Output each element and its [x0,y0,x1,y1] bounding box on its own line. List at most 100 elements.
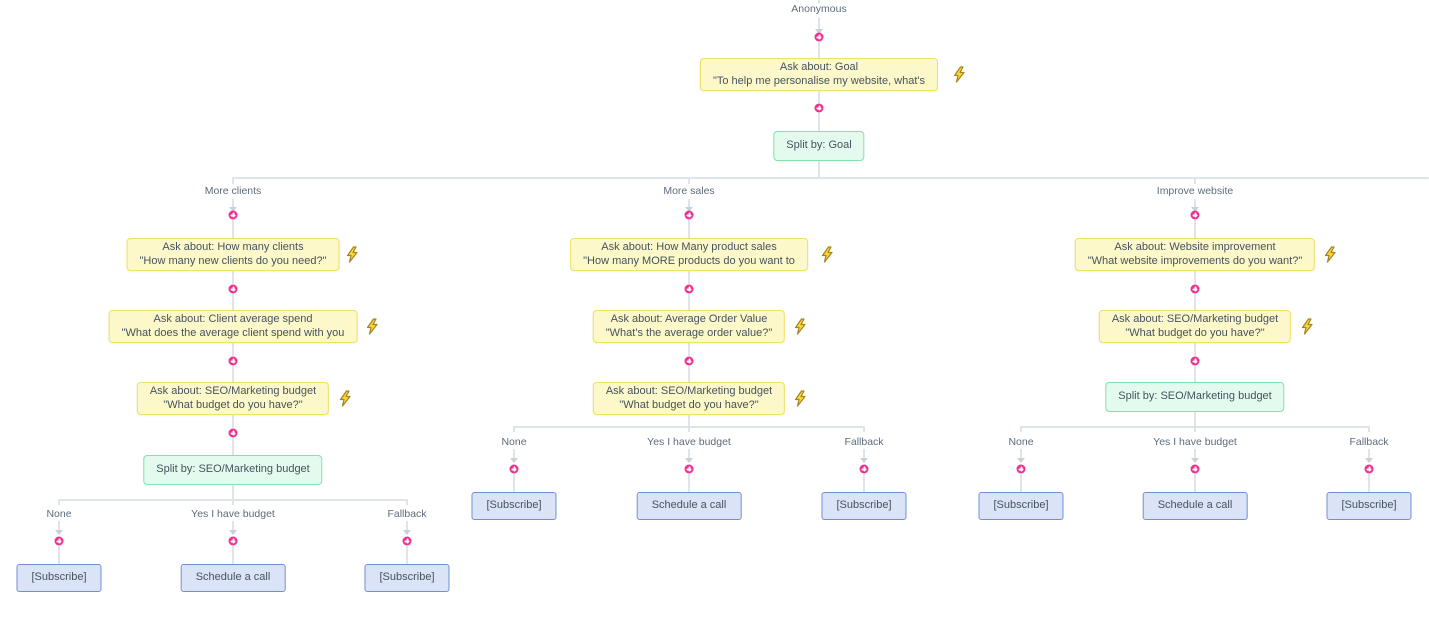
connector-line [58,546,60,564]
ask-node-product-sales[interactable]: Ask about: How Many product sales "How m… [570,238,808,271]
connector-line [818,113,820,131]
ask-node-question: "How many MORE products do you want to [583,254,795,267]
ask-node-website-improvement[interactable]: Ask about: Website improvement "What web… [1074,238,1316,271]
outcome-label: None [496,436,532,449]
arrowhead-icon [510,458,518,463]
lightning-bolt-icon[interactable] [365,318,379,335]
lightning-bolt-icon[interactable] [793,318,807,335]
connector-line [232,500,234,505]
connector-line [1194,199,1196,207]
ask-node-question: "What budget do you have?" [1125,326,1265,339]
ask-node-client-average-spend[interactable]: Ask about: Client average spend "What do… [108,310,358,343]
add-port-icon[interactable] [1190,356,1200,366]
add-port-icon[interactable] [402,536,412,546]
arrowhead-icon [860,458,868,463]
ask-node-average-order-value[interactable]: Ask about: Average Order Value "What's t… [592,310,786,343]
connector-line [688,178,690,184]
action-node-subscribe[interactable]: [Subscribe] [1326,492,1412,520]
action-node-subscribe[interactable]: [Subscribe] [821,492,907,520]
action-node-subscribe[interactable]: [Subscribe] [16,564,102,592]
arrowhead-icon [403,530,411,535]
add-port-icon[interactable] [509,464,519,474]
action-node-subscribe[interactable]: [Subscribe] [978,492,1064,520]
outcome-label: Yes I have budget [186,508,280,521]
lightning-bolt-icon[interactable] [1323,246,1337,263]
ask-node-how-many-clients[interactable]: Ask about: How many clients "How many ne… [126,238,340,271]
add-port-icon[interactable] [228,356,238,366]
action-node-schedule-call[interactable]: Schedule a call [636,492,742,520]
add-port-icon[interactable] [1190,464,1200,474]
add-port-icon[interactable] [684,284,694,294]
branch-label: Improve website [1151,185,1239,198]
connector-line [818,91,820,103]
add-port-icon[interactable] [1190,284,1200,294]
connector-line [1194,343,1196,356]
add-port-icon[interactable] [1190,210,1200,220]
add-port-icon[interactable] [1364,464,1374,474]
branch-label: More clients [199,185,267,198]
lightning-bolt-icon[interactable] [952,66,966,83]
outcome-label: None [41,508,77,521]
connector-line [818,161,820,178]
branch-label: More sales [658,185,720,198]
lightning-bolt-icon[interactable] [338,390,352,407]
connector-line [232,415,234,428]
connector-line [688,366,690,382]
lightning-bolt-icon[interactable] [820,246,834,263]
add-port-icon[interactable] [1016,464,1026,474]
ask-node-question: "To help me personalise my website, what… [712,74,926,87]
add-port-icon[interactable] [859,464,869,474]
arrowhead-icon [685,458,693,463]
add-port-icon[interactable] [228,536,238,546]
lightning-bolt-icon[interactable] [345,246,359,263]
action-node-subscribe[interactable]: [Subscribe] [471,492,557,520]
arrowhead-icon [1365,458,1373,463]
add-port-icon[interactable] [814,32,824,42]
add-port-icon[interactable] [684,464,694,474]
add-port-icon[interactable] [54,536,64,546]
connector-line [232,438,234,455]
ask-node-title: Ask about: SEO/Marketing budget [605,385,773,397]
connector-line [688,343,690,356]
ask-node-seo-budget[interactable]: Ask about: SEO/Marketing budget "What bu… [1098,310,1292,343]
connector-line [232,366,234,382]
split-node-seo-budget[interactable]: Split by: SEO/Marketing budget [143,455,323,485]
ask-node-question: "What website improvements do you want?" [1087,254,1303,267]
split-node-goal[interactable]: Split by: Goal [773,131,865,161]
add-port-icon[interactable] [228,210,238,220]
arrowhead-icon [55,530,63,535]
connector-line [406,500,408,505]
connector-line [232,485,234,499]
connector-line [1368,427,1370,432]
connector-line [1368,449,1370,458]
arrowhead-icon [1191,458,1199,463]
connector-line [406,546,408,564]
outcome-label: Fallback [1344,436,1394,449]
add-port-icon[interactable] [684,210,694,220]
ask-node-title: Ask about: Goal [779,61,859,73]
add-port-icon[interactable] [228,428,238,438]
connector-line [58,500,60,505]
connector-line [1194,474,1196,492]
connector-line [688,474,690,492]
connector-line [1194,220,1196,238]
ask-node-goal[interactable]: Ask about: Goal "To help me personalise … [699,58,939,91]
ask-node-seo-budget[interactable]: Ask about: SEO/Marketing budget "What bu… [136,382,330,415]
action-node-schedule-call[interactable]: Schedule a call [180,564,286,592]
connector-line [1194,449,1196,458]
add-port-icon[interactable] [684,356,694,366]
add-port-icon[interactable] [814,103,824,113]
lightning-bolt-icon[interactable] [1300,318,1314,335]
split-node-seo-budget[interactable]: Split by: SEO/Marketing budget [1105,382,1285,412]
ask-node-question: "What budget do you have?" [163,398,303,411]
connector-line [232,343,234,356]
connector-line [1020,474,1022,492]
connector-line [688,427,690,432]
outcome-label: Yes I have budget [642,436,736,449]
action-node-schedule-call[interactable]: Schedule a call [1142,492,1248,520]
lightning-bolt-icon[interactable] [793,390,807,407]
ask-node-seo-budget[interactable]: Ask about: SEO/Marketing budget "What bu… [592,382,786,415]
action-node-subscribe[interactable]: [Subscribe] [364,564,450,592]
add-port-icon[interactable] [228,284,238,294]
